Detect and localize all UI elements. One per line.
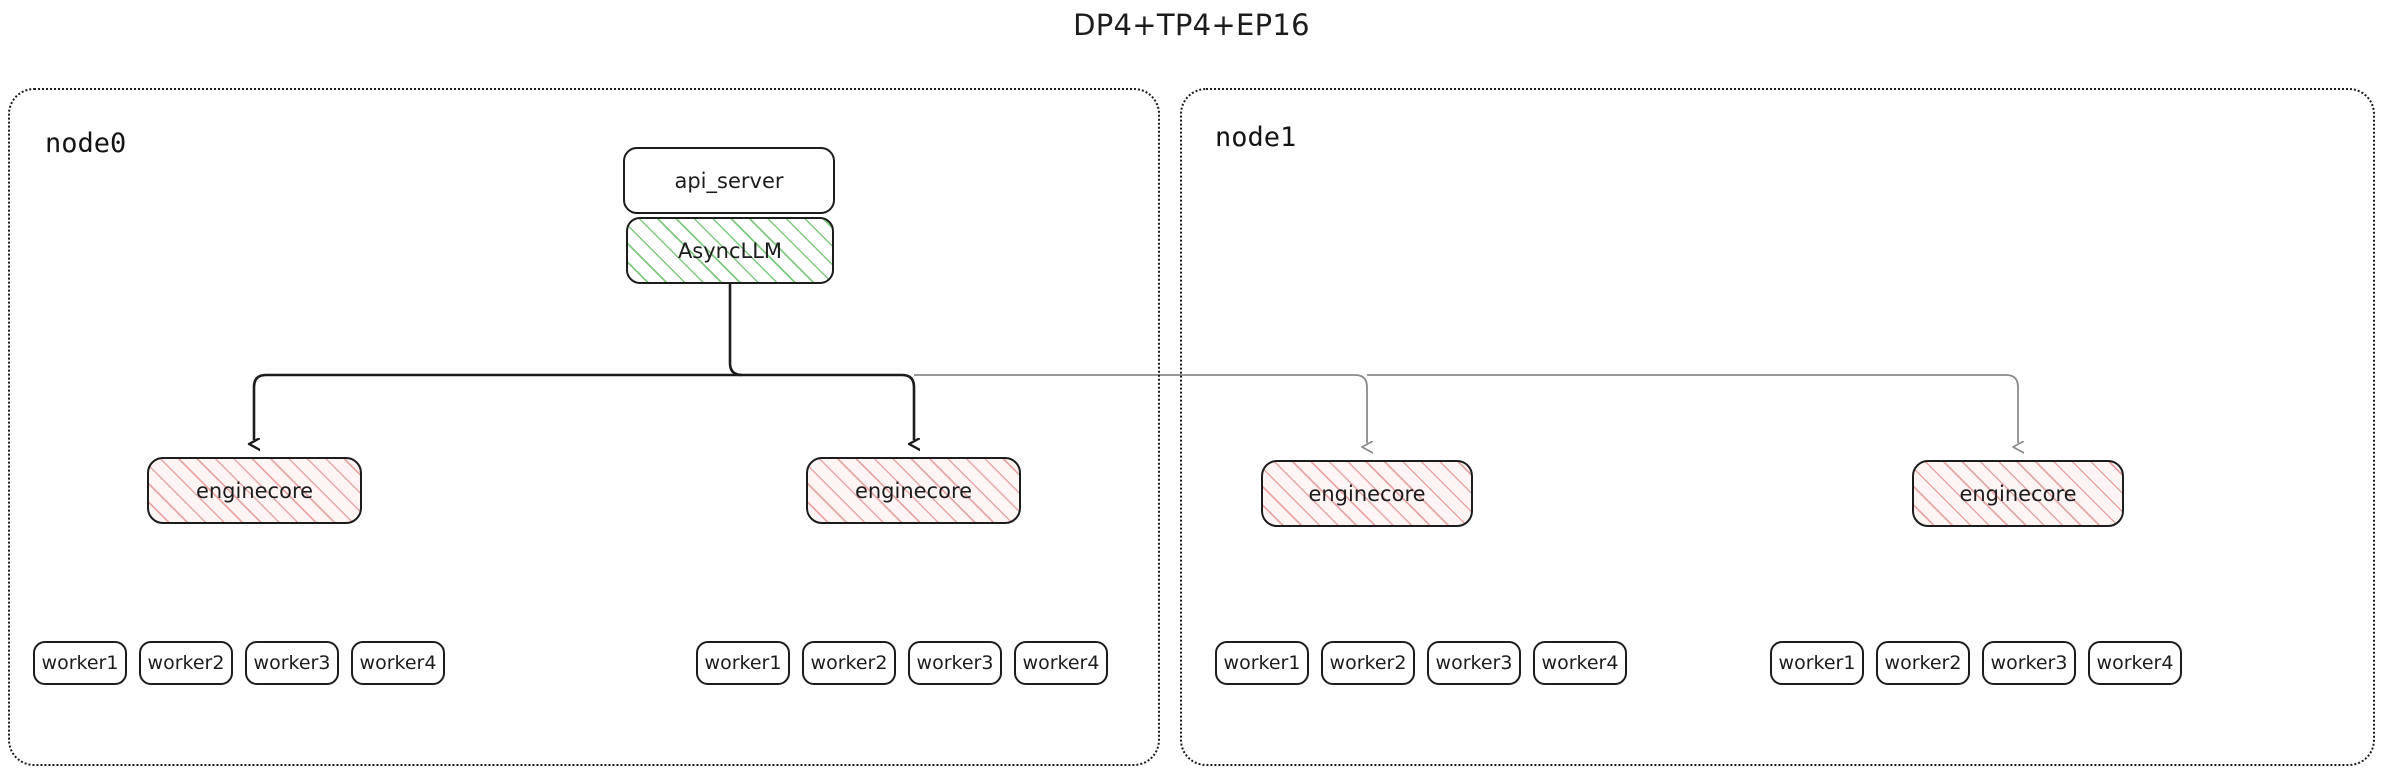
box-worker-label: worker4 <box>1541 652 1619 674</box>
box-worker-label: worker1 <box>1778 652 1856 674</box>
connector-enginecore-1 <box>730 373 914 440</box>
box-enginecore-3[interactable]: enginecore <box>1912 460 2124 527</box>
box-worker-label: worker4 <box>2096 652 2174 674</box>
box-worker[interactable]: worker2 <box>139 641 233 685</box>
node-container-node0 <box>8 88 1160 766</box>
box-worker[interactable]: worker4 <box>1014 641 1108 685</box>
box-async-llm-label: AsyncLLM <box>677 238 783 263</box>
box-enginecore-3-label: enginecore <box>1959 481 2077 506</box>
box-worker[interactable]: worker4 <box>351 641 445 685</box>
box-worker-label: worker2 <box>1329 652 1407 674</box>
connector-enginecore-0 <box>254 373 730 440</box>
box-worker[interactable]: worker1 <box>1215 641 1309 685</box>
box-worker-label: worker4 <box>359 652 437 674</box>
box-worker-label: worker2 <box>1884 652 1962 674</box>
box-enginecore-0[interactable]: enginecore <box>147 457 362 524</box>
node-container-node1 <box>1180 88 2375 766</box>
box-worker[interactable]: worker4 <box>2088 641 2182 685</box>
connector-enginecore-2 <box>914 374 1367 443</box>
box-worker-label: worker2 <box>147 652 225 674</box>
box-worker[interactable]: worker1 <box>33 641 127 685</box>
box-enginecore-2-label: enginecore <box>1308 481 1426 506</box>
node-label-node0: node0 <box>45 128 127 159</box>
box-worker-label: worker1 <box>1223 652 1301 674</box>
box-worker-label: worker3 <box>1990 652 2068 674</box>
connector-enginecore-3 <box>1367 374 2018 443</box>
box-worker-label: worker3 <box>253 652 331 674</box>
box-worker[interactable]: worker3 <box>1982 641 2076 685</box>
box-async-llm[interactable]: AsyncLLM <box>626 217 834 284</box>
box-worker[interactable]: worker2 <box>1321 641 1415 685</box>
box-enginecore-1-label: enginecore <box>854 478 973 503</box>
node-label-node1: node1 <box>1215 122 1297 153</box>
box-worker-label: worker4 <box>1022 652 1100 674</box>
box-api-server-label: api_server <box>674 168 784 193</box>
box-worker[interactable]: worker3 <box>245 641 339 685</box>
box-enginecore-2[interactable]: enginecore <box>1261 460 1473 527</box>
box-worker[interactable]: worker1 <box>696 641 790 685</box>
box-worker[interactable]: worker2 <box>1876 641 1970 685</box>
box-worker[interactable]: worker2 <box>802 641 896 685</box>
page-title: DP4+TP4+EP16 <box>1073 8 1310 42</box>
box-worker[interactable]: worker4 <box>1533 641 1627 685</box>
box-enginecore-0-label: enginecore <box>195 478 314 503</box>
box-enginecore-1[interactable]: enginecore <box>806 457 1021 524</box>
box-worker-label: worker2 <box>810 652 888 674</box>
box-worker[interactable]: worker1 <box>1770 641 1864 685</box>
box-api-server[interactable]: api_server <box>623 147 835 214</box>
box-worker-label: worker3 <box>1435 652 1513 674</box>
box-worker-label: worker1 <box>41 652 119 674</box>
box-worker[interactable]: worker3 <box>908 641 1002 685</box>
box-worker[interactable]: worker3 <box>1427 641 1521 685</box>
box-worker-label: worker1 <box>704 652 782 674</box>
box-worker-label: worker3 <box>916 652 994 674</box>
